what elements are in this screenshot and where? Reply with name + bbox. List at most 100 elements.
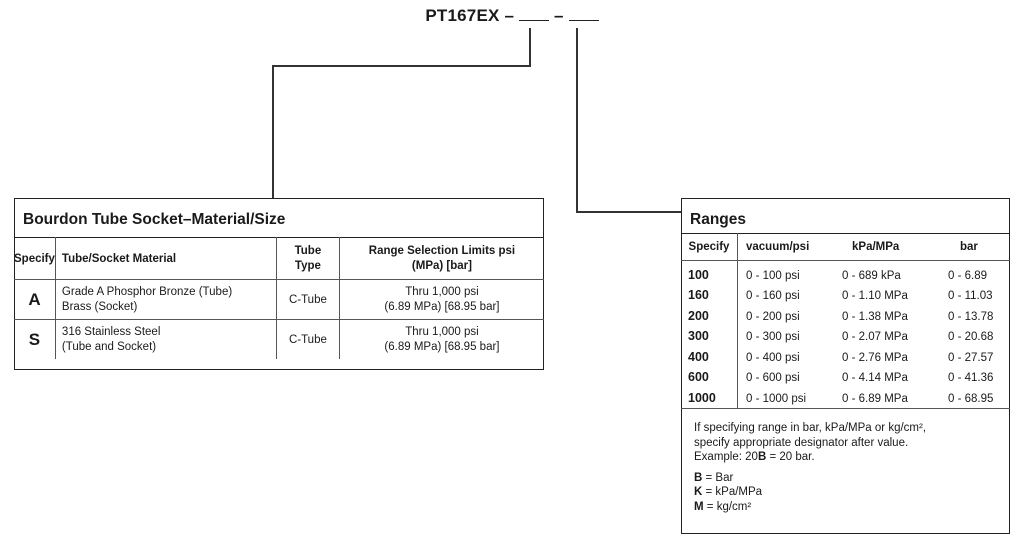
range-kpa: 0 - 1.10 MPa (842, 290, 908, 302)
range-kpa: 0 - 2.76 MPa (842, 351, 908, 364)
example-prefix: Example: 20 (694, 451, 758, 463)
part-number-separator: – (504, 6, 515, 25)
range-limit-line: Thru 1,000 psi (405, 325, 479, 338)
ranges-title: Ranges (690, 211, 746, 228)
range-limit-cell: Thru 1,000 psi (6.89 MPa) [68.95 bar] (338, 279, 544, 320)
table-row: 300 0 - 300 psi 0 - 2.07 MPa 0 - 20.68 (681, 322, 1010, 343)
material-line: (Tube and Socket) (61, 340, 157, 353)
range-code: 300 (681, 322, 738, 343)
material-code: A (14, 279, 56, 320)
designator-legend-item: K = kPa/MPa (694, 485, 1004, 500)
range-limit-line: Thru 1,000 psi (405, 285, 479, 298)
range-code: 200 (681, 302, 738, 323)
range-code: 1000 (681, 384, 738, 409)
header-tube-type: Tube Type (275, 237, 340, 280)
table-row: A Grade A Phosphor Bronze (Tube) Brass (… (14, 279, 544, 320)
material-code: S (14, 319, 56, 359)
designator-code: M (694, 500, 704, 513)
tube-type: C-Tube (275, 279, 340, 320)
note-example: Example: 20B = 20 bar. (694, 450, 1004, 465)
range-psi: 0 - 1000 psi (737, 384, 838, 409)
range-kpa: 0 - 6.89 MPa (838, 384, 944, 409)
table-header-row: Specify vacuum/psi kPa/MPa bar (681, 233, 1010, 261)
header-range-l1: Range Selection Limits psi (368, 244, 516, 257)
table-row: 100 0 - 100 psi 0 - 689 kPa 0 - 6.89 (681, 260, 1010, 282)
table-row: 1000 0 - 1000 psi 0 - 6.89 MPa 0 - 68.95 (681, 384, 1010, 409)
range-limit-cell: Thru 1,000 psi (6.89 MPa) [68.95 bar] (338, 319, 544, 359)
range-psi: 0 - 400 psi (746, 351, 800, 364)
table-header-row: Specify Tube/Socket Material Tube Type R… (14, 237, 544, 280)
range-code: 100 (681, 260, 738, 282)
header-range-l2: (MPa) [bar] (411, 259, 472, 272)
designator-code: B (694, 471, 703, 484)
designator-legend-item: M = kg/cm² (694, 500, 1004, 515)
part-number: PT167EX – – (0, 6, 1024, 26)
table-row: 600 0 - 600 psi 0 - 4.14 MPa 0 - 41.36 (681, 363, 1010, 384)
material-cell: Grade A Phosphor Bronze (Tube) Brass (So… (54, 279, 277, 320)
range-kpa: 0 - 4.14 MPa (842, 372, 908, 384)
designator-text: = kPa/MPa (702, 486, 763, 498)
table-row: 400 0 - 400 psi 0 - 2.76 MPa 0 - 27.57 (681, 343, 1010, 364)
range-kpa: 0 - 2.07 MPa (842, 331, 908, 343)
header-tube-type-l1: Tube (294, 244, 322, 257)
range-psi: 0 - 600 psi (746, 372, 800, 384)
table-row: S 316 Stainless Steel (Tube and Socket) … (14, 319, 544, 359)
range-psi: 0 - 160 psi (746, 290, 800, 302)
range-bar: 0 - 13.78 (948, 310, 994, 323)
blank-field-range (568, 6, 599, 21)
designator-text: = kg/cm² (703, 500, 752, 513)
range-code: 400 (681, 343, 738, 364)
designator-code: K (694, 486, 703, 498)
range-psi: 0 - 100 psi (746, 269, 800, 282)
blank-field-material (519, 6, 550, 21)
range-code: 160 (681, 281, 738, 302)
range-psi: 0 - 200 psi (746, 310, 800, 323)
designator-legend-item: B = Bar (694, 471, 1004, 486)
range-code: 600 (681, 363, 738, 384)
range-limit-line: (6.89 MPa) [68.95 bar] (384, 340, 500, 353)
range-bar: 0 - 27.57 (948, 351, 994, 364)
range-bar: 0 - 20.68 (948, 331, 994, 343)
connector-material-v2 (272, 65, 274, 199)
bourdon-tube-table: Specify Tube/Socket Material Tube Type R… (14, 237, 544, 359)
tube-type: C-Tube (275, 319, 340, 359)
table-row: 200 0 - 200 psi 0 - 1.38 MPa 0 - 13.78 (681, 302, 1010, 323)
header-kpa-mpa: kPa/MPa (838, 233, 944, 261)
header-material: Tube/Socket Material (54, 237, 277, 280)
range-kpa: 0 - 1.38 MPa (842, 310, 908, 323)
bourdon-tube-title: Bourdon Tube Socket–Material/Size (23, 211, 286, 228)
connector-range-v (576, 28, 578, 212)
range-kpa: 0 - 689 kPa (842, 269, 901, 282)
range-psi: 0 - 300 psi (746, 331, 800, 343)
material-cell: 316 Stainless Steel (Tube and Socket) (54, 319, 277, 359)
header-bar: bar (944, 233, 1010, 261)
example-suffix: = 20 bar. (766, 451, 815, 463)
range-designator-note: If specifying range in bar, kPa/MPa or k… (694, 421, 1004, 514)
designator-text: = Bar (702, 471, 734, 484)
bourdon-tube-table-box: Bourdon Tube Socket–Material/Size Specif… (14, 198, 544, 370)
note-line: If specifying range in bar, kPa/MPa or k… (694, 422, 927, 434)
range-bar: 0 - 11.03 (948, 290, 993, 302)
material-line: Grade A Phosphor Bronze (Tube) (61, 285, 233, 298)
range-limit-line: (6.89 MPa) [68.95 bar] (384, 300, 500, 313)
material-line: Brass (Socket) (61, 300, 138, 313)
material-line: 316 Stainless Steel (61, 325, 161, 338)
connector-material-v1 (529, 28, 531, 66)
header-tube-type-l2: Type (294, 259, 321, 272)
range-bar: 0 - 6.89 (948, 269, 987, 282)
ranges-table-box: Ranges Specify vacuum/psi kPa/MPa bar 10… (681, 198, 1010, 534)
ranges-table: Specify vacuum/psi kPa/MPa bar 100 0 - 1… (681, 233, 1010, 409)
example-code: B (757, 451, 767, 463)
header-range-limits: Range Selection Limits psi (MPa) [bar] (338, 237, 544, 280)
connector-range-h (576, 211, 682, 213)
range-bar: 0 - 68.95 (944, 384, 1010, 409)
range-bar: 0 - 41.36 (948, 372, 994, 384)
note-line: specify appropriate designator after val… (694, 436, 909, 449)
connector-material-h (272, 65, 531, 67)
table-row: 160 0 - 160 psi 0 - 1.10 MPa 0 - 11.03 (681, 281, 1010, 302)
part-number-base: PT167EX (425, 6, 500, 25)
header-vacuum-psi: vacuum/psi (737, 233, 838, 261)
part-number-separator: – (554, 6, 564, 25)
header-specify: Specify (14, 237, 56, 280)
header-specify: Specify (681, 233, 738, 261)
